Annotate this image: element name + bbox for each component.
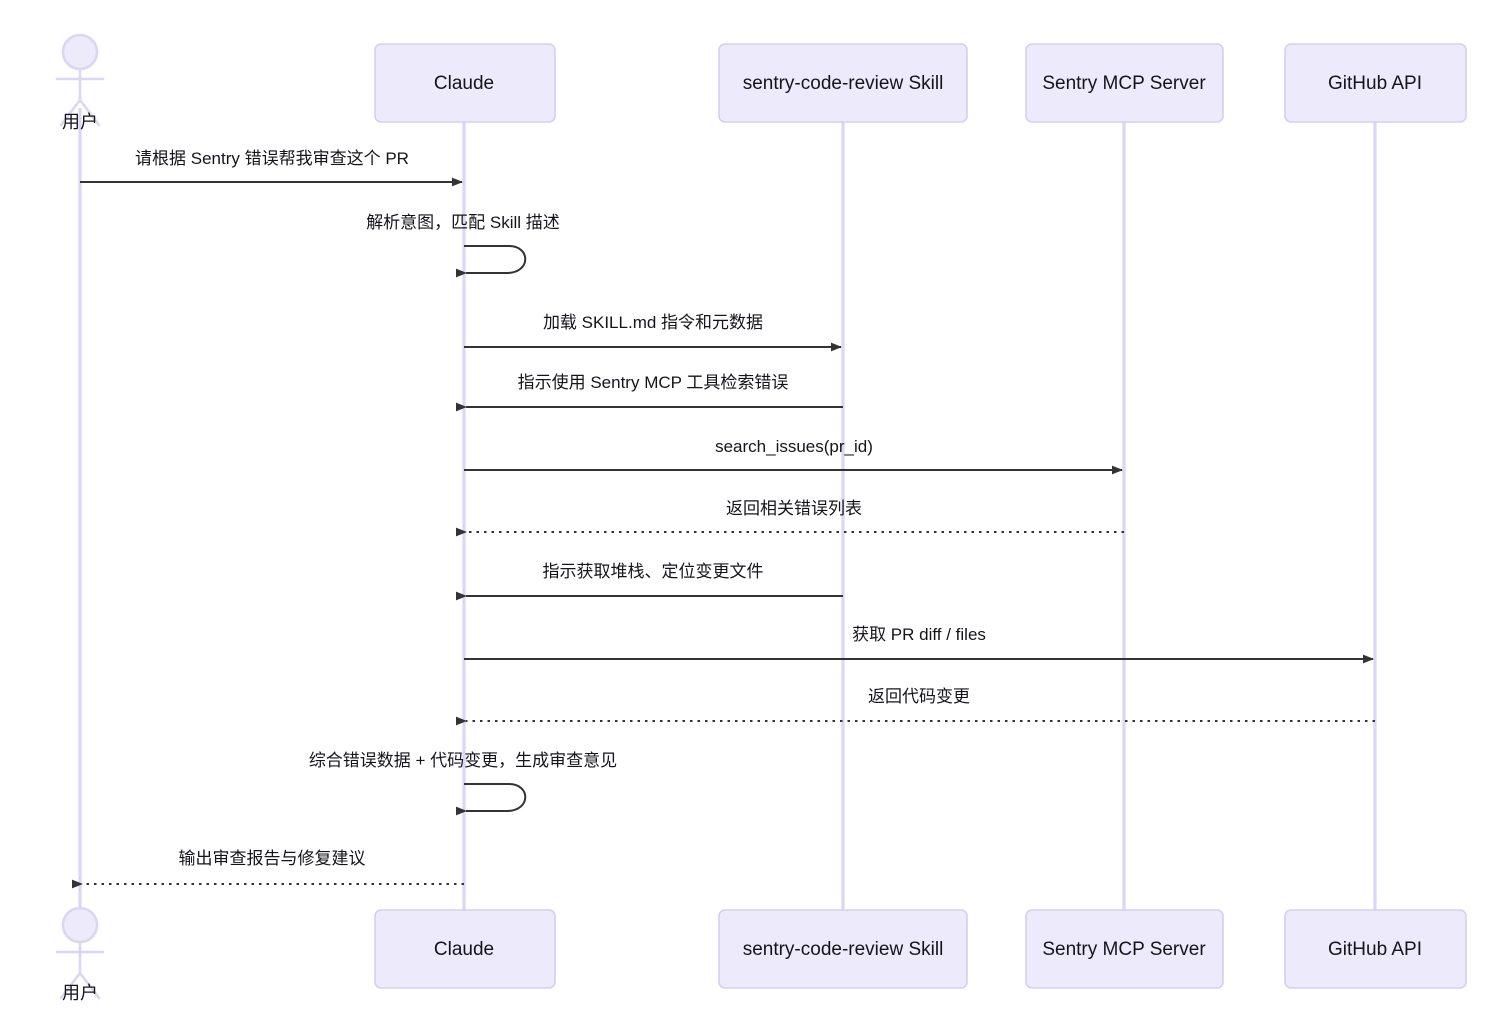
participant-label-claude-top: Claude xyxy=(434,73,494,94)
message-5-claude-to-mcp: search_issues(pr_id) xyxy=(464,437,1123,475)
participant-box-claude-top[interactable] xyxy=(374,43,556,123)
message-3-claude-to-skill: 加载 SKILL.md 指令和元数据 xyxy=(464,313,842,352)
participant-label-github-bottom: GitHub API xyxy=(1328,939,1422,960)
participant-box-mcp-bottom[interactable] xyxy=(1025,909,1224,989)
participant-box-github-top[interactable] xyxy=(1284,43,1467,123)
message-label: 加载 SKILL.md 指令和元数据 xyxy=(543,313,763,332)
actor-label-bottom: 用户 xyxy=(62,983,98,1003)
participant-label-mcp-top: Sentry MCP Server xyxy=(1042,73,1206,94)
message-7-skill-to-claude: 指示获取堆栈、定位变更文件 xyxy=(456,562,843,601)
message-2-claude-to-claude: 解析意图，匹配 Skill 描述 xyxy=(366,213,560,278)
message-label: 请根据 Sentry 错误帮我审查这个 PR xyxy=(135,149,409,168)
actor-user-bottom: 用户 xyxy=(55,906,105,1003)
message-label: 输出审查报告与修复建议 xyxy=(179,849,366,868)
message-label: 获取 PR diff / files xyxy=(852,625,986,644)
message-label: 综合错误数据 + 代码变更，生成审查意见 xyxy=(309,751,617,770)
participant-boxes-top: Claude sentry-code-review Skill Sentry MCP… xyxy=(374,43,1467,123)
participant-boxes-bottom: Claude sentry-code-review Skill Sentry MCP… xyxy=(374,909,1467,989)
message-10-claude-to-claude: 综合错误数据 + 代码变更，生成审查意见 xyxy=(309,751,617,816)
actor-user-top: 用户 xyxy=(55,33,105,132)
message-label: 指示使用 Sentry MCP 工具检索错误 xyxy=(518,372,789,392)
message-4-skill-to-claude: 指示使用 Sentry MCP 工具检索错误 xyxy=(456,372,843,412)
participant-box-github-bottom[interactable] xyxy=(1284,909,1467,989)
actor-head-icon-bottom xyxy=(61,906,99,944)
actor-body-icon-top xyxy=(55,67,105,127)
message-11-claude-to-user: 输出审查报告与修复建议 xyxy=(72,849,464,889)
message-label: 返回代码变更 xyxy=(868,687,970,706)
participant-label-github-top: GitHub API xyxy=(1328,73,1422,94)
actor-head-icon-top xyxy=(61,33,99,71)
participant-label-skill-top: sentry-code-review Skill xyxy=(743,73,944,94)
participant-label-claude-bottom: Claude xyxy=(434,939,494,960)
actor-label-top: 用户 xyxy=(62,112,98,132)
participant-label-skill-bottom: sentry-code-review Skill xyxy=(743,939,944,960)
message-label: search_issues(pr_id) xyxy=(715,437,873,456)
actor-body-icon-bottom xyxy=(55,940,105,1000)
message-8-claude-to-github: 获取 PR diff / files xyxy=(464,625,1374,664)
participant-box-skill-bottom[interactable] xyxy=(718,909,968,989)
message-label: 解析意图，匹配 Skill 描述 xyxy=(366,213,560,232)
message-label: 指示获取堆栈、定位变更文件 xyxy=(543,562,764,581)
lifelines-group xyxy=(78,108,1377,910)
participant-box-skill-top[interactable] xyxy=(718,43,968,123)
participant-label-mcp-bottom: Sentry MCP Server xyxy=(1042,939,1206,960)
message-6-mcp-to-claude: 返回相关错误列表 xyxy=(456,499,1124,537)
participant-box-claude-bottom[interactable] xyxy=(374,909,556,989)
participant-box-mcp-top[interactable] xyxy=(1025,43,1224,123)
messages-group: 请根据 Sentry 错误帮我审查这个 PR 解析意图，匹配 Skill 描述加载… xyxy=(72,149,1375,889)
message-1-user-to-claude: 请根据 Sentry 错误帮我审查这个 PR xyxy=(80,149,463,187)
message-9-github-to-claude: 返回代码变更 xyxy=(456,687,1375,726)
self-loop-arrow xyxy=(456,783,527,816)
message-label: 返回相关错误列表 xyxy=(726,499,862,518)
self-loop-arrow xyxy=(456,245,527,278)
